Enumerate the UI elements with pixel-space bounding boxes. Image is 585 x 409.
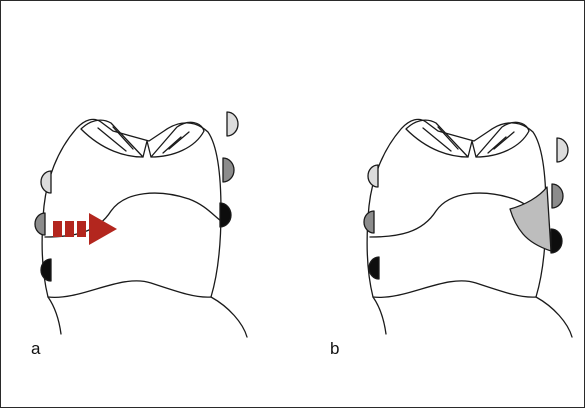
dot-a-right-dark [220, 203, 231, 227]
dot-a-right-light [227, 112, 238, 136]
dot-b-left-dark [369, 257, 379, 279]
tooth-b-root [373, 281, 572, 337]
tooth-b-fissure [468, 141, 476, 157]
tooth-b-groove-1 [423, 128, 451, 151]
dot-b-right-dark [551, 229, 562, 253]
panel-label-b: b [330, 340, 339, 357]
tooth-b-root-left [373, 297, 386, 334]
dot-b-right-light [557, 138, 568, 162]
tooth-b-cusp-left [406, 120, 468, 157]
tooth-b-groove-3 [494, 132, 514, 149]
dot-a-right-mid [223, 158, 234, 182]
panel-label-a: a [31, 340, 40, 357]
tooth-a-groove-2 [113, 127, 133, 149]
dot-a-left-light [41, 171, 51, 193]
tooth-a-root [48, 281, 247, 337]
dot-b-right-mid [552, 184, 563, 208]
tooth-a-root-left [48, 297, 61, 334]
tooth-a-cusp-left [81, 120, 143, 157]
dot-b-left-mid [364, 211, 374, 233]
tooth-a-fissure [143, 141, 151, 157]
tooth-a-groove-3 [169, 132, 189, 149]
dot-a-left-mid [35, 213, 45, 235]
grey-shaded-wedge [510, 187, 551, 251]
dot-b-left-light [368, 165, 378, 187]
red-dashed-arrow [53, 213, 117, 245]
tooth-a-groove-1 [98, 128, 126, 151]
tooth-a-outline [42, 119, 221, 297]
tooth-b-groove-2 [438, 127, 458, 149]
